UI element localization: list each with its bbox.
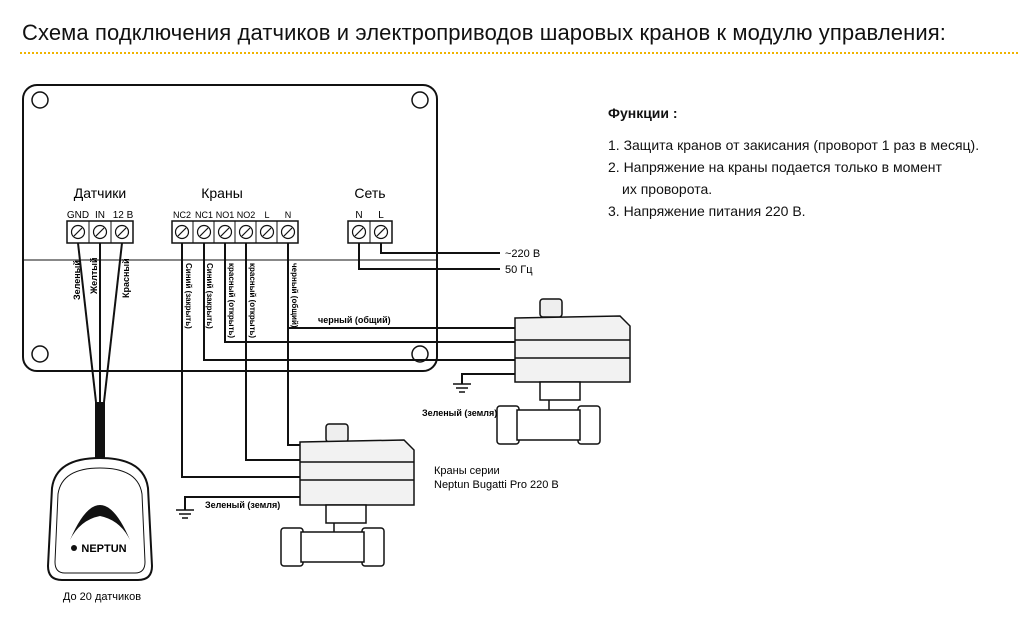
terminal-label: NO1 xyxy=(216,210,235,220)
functions-panel: Функции : 1. Защита кранов от закисания … xyxy=(608,102,979,222)
mains-frequency-label: 50 Гц xyxy=(505,264,533,276)
mains-voltage-label: ~220 В xyxy=(505,248,540,260)
terminal-block-sensors xyxy=(66,220,134,244)
mounting-hole xyxy=(31,91,429,363)
title-underline xyxy=(20,52,1018,54)
valve-wires xyxy=(181,243,515,510)
terminal-label: 12 В xyxy=(113,210,134,221)
terminal-label: NO2 xyxy=(237,210,256,220)
terminal-label: N xyxy=(355,210,362,221)
ball-valve-actuator xyxy=(280,423,415,567)
sensor-brand: NEPTUN xyxy=(81,543,126,555)
terminal-label: N xyxy=(285,210,292,220)
terminal-label: IN xyxy=(95,210,105,221)
wire-label-no1: красный (открыть) xyxy=(227,263,236,338)
terminal-block-mains xyxy=(347,220,393,244)
mains-wires xyxy=(358,243,500,270)
leak-sensor xyxy=(46,456,154,581)
ground-label: Зеленый (земля) xyxy=(205,500,280,510)
ground-icon xyxy=(176,509,194,519)
function-item-3: 3. Напряжение питания 220 В. xyxy=(608,203,806,219)
wire-label-no2: красный (открыть) xyxy=(248,263,257,338)
ball-valve-actuator xyxy=(496,298,631,445)
group-label-mains: Сеть xyxy=(354,185,385,201)
terminal-label: L xyxy=(264,210,269,220)
wire-label-nc1: Синий (закрыть) xyxy=(205,263,214,329)
group-label-valves: Краны xyxy=(201,185,243,201)
terminal-block-valves xyxy=(171,220,299,244)
wire-label-green: Зеленый xyxy=(72,260,82,300)
group-label-sensors: Датчики xyxy=(74,185,126,201)
valves-model-label: Neptun Bugatti Pro 220 В xyxy=(434,479,559,491)
neptun-logo-icon xyxy=(71,545,77,551)
sensor-cable xyxy=(95,402,105,464)
page-title: Схема подключения датчиков и электроприв… xyxy=(22,20,946,45)
ground-label: Зеленый (земля) xyxy=(422,408,497,418)
sensor-caption: До 20 датчиков xyxy=(63,591,141,603)
ground-icon xyxy=(453,383,471,393)
function-item-1: 1. Защита кранов от закисания (проворот … xyxy=(608,137,980,153)
black-common-label: черный (общий) xyxy=(318,315,391,325)
terminal-label: L xyxy=(378,210,384,221)
wire-label-nc2: Синий (закрыть) xyxy=(184,263,193,329)
wire-label-yellow: Желтый xyxy=(89,258,99,295)
wire-label-n: черный (общий) xyxy=(290,263,299,328)
terminal-label: NC1 xyxy=(195,210,213,220)
terminal-label: GND xyxy=(67,210,89,221)
functions-heading: Функции : xyxy=(608,105,678,121)
function-item-2: 2. Напряжение на краны подается только в… xyxy=(608,159,942,175)
wire-label-red: Красный xyxy=(121,258,131,298)
terminal-label: NC2 xyxy=(173,210,191,220)
valves-series-label: Краны серии xyxy=(434,465,500,477)
function-item-2-cont: их проворота. xyxy=(622,181,713,197)
sensor-wires xyxy=(77,242,123,403)
